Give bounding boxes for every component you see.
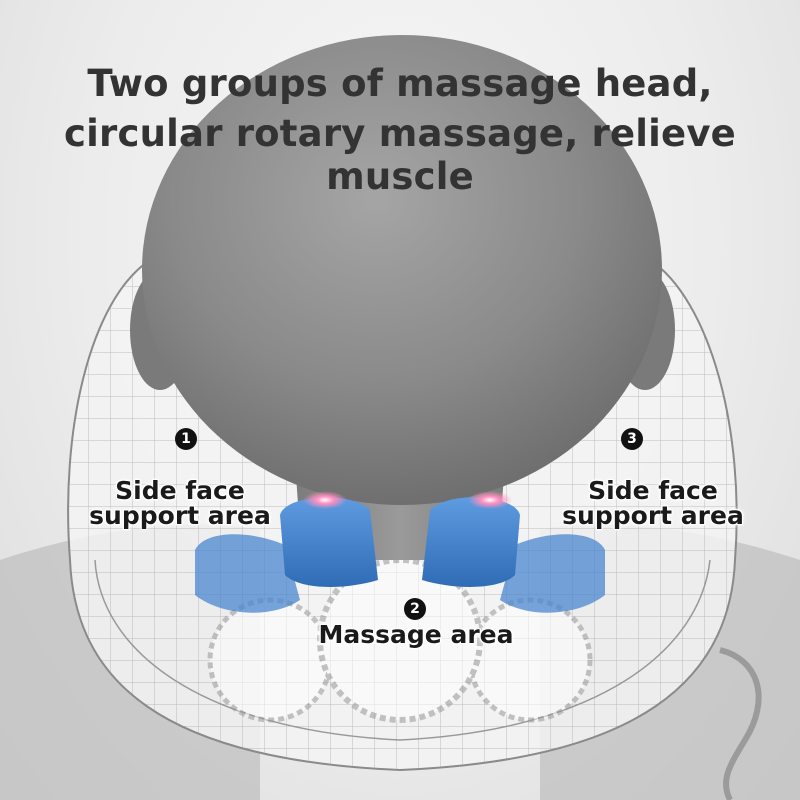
right-massage-head: [422, 491, 605, 613]
label-line: Side face: [588, 476, 718, 505]
side-face-support-area-left-label: Side face support area: [80, 478, 280, 528]
number-badge-2: 2: [404, 598, 426, 620]
label-line: support area: [562, 501, 744, 530]
side-face-support-area-right-label: Side face support area: [553, 478, 753, 528]
number-badge-1: 1: [175, 428, 197, 450]
label-line: support area: [89, 501, 271, 530]
headline-line-1: Two groups of massage head,: [87, 62, 713, 105]
gear-mechanism: [207, 557, 593, 723]
headline-line-2: circular rotary massage, relieve muscle: [64, 112, 736, 198]
left-massage-head: [195, 491, 378, 613]
label-line: Side face: [115, 476, 245, 505]
power-cable: [719, 647, 762, 800]
label-line: Massage area: [318, 620, 514, 649]
number-badge-3: 3: [621, 428, 643, 450]
head: [142, 35, 662, 505]
massage-area-label: Massage area: [300, 622, 532, 647]
